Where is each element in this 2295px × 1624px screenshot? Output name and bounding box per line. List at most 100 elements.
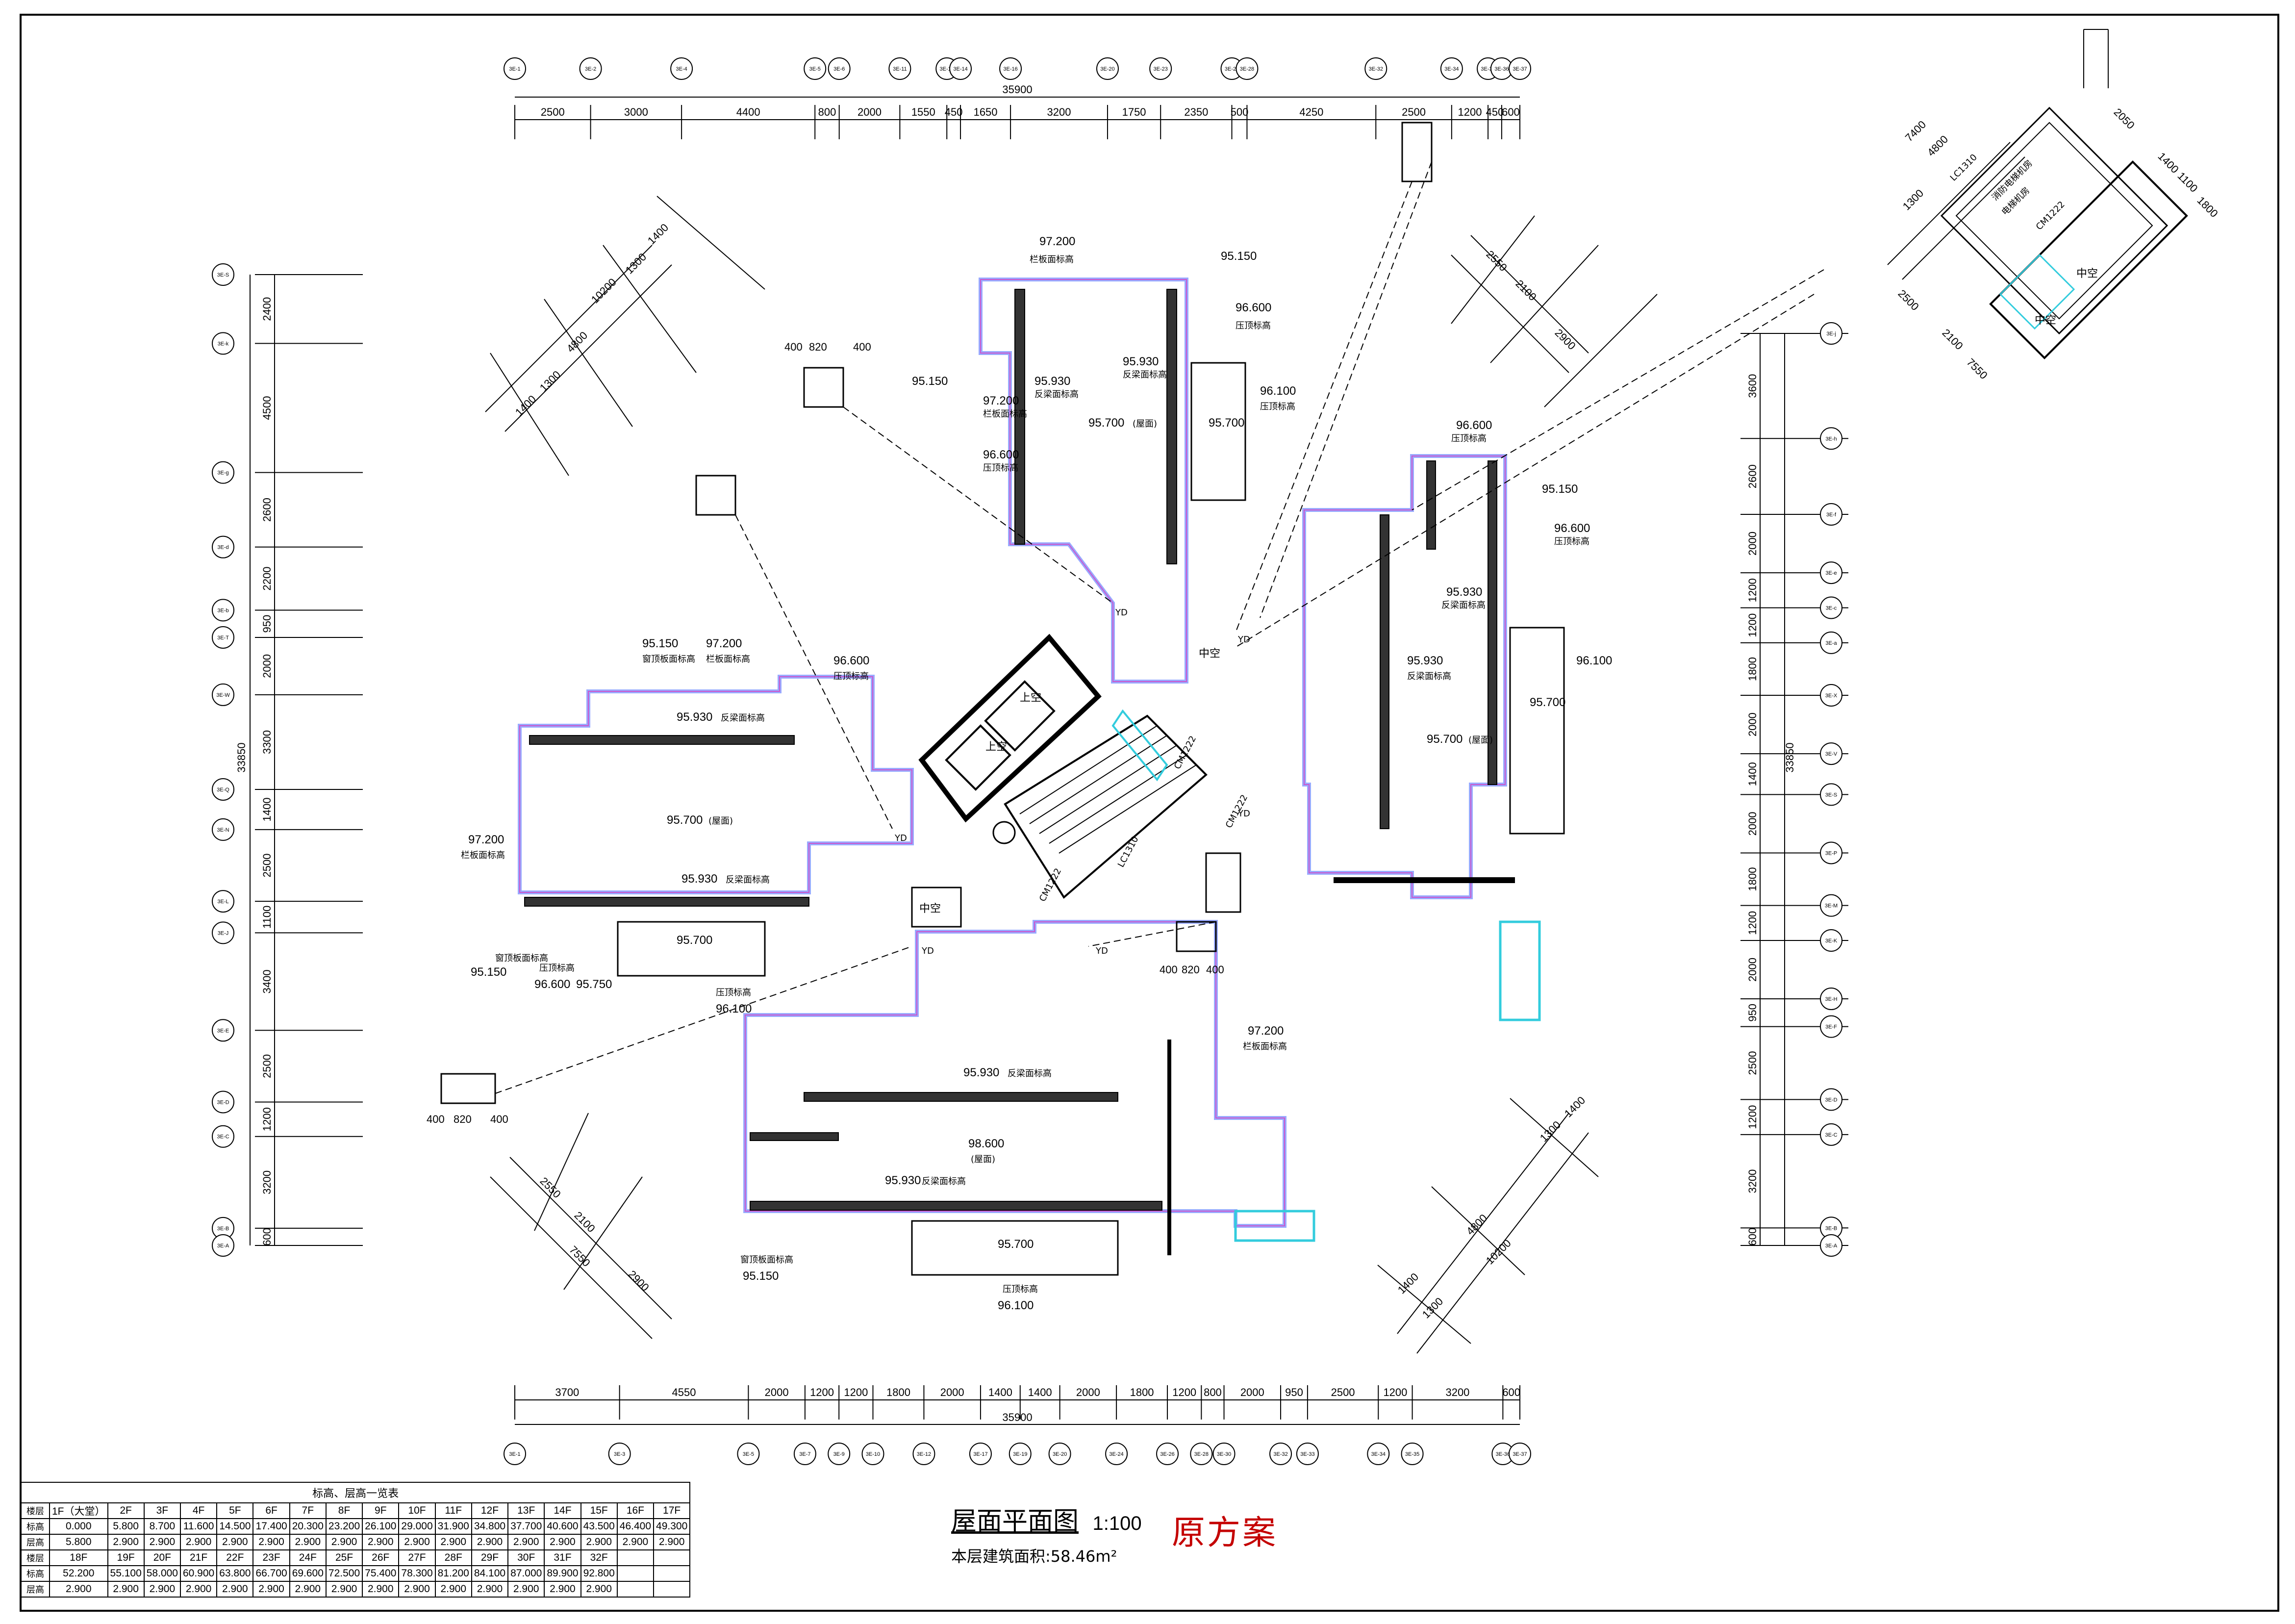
south-beam-note-a: 反梁面标高 [1008, 1068, 1052, 1079]
west-beam-note-a: 反梁面标高 [721, 713, 765, 723]
floor-b-cell-6: 23F [252, 1549, 290, 1566]
east-elev-96100: 96.100 [1576, 654, 1612, 667]
right-total-dim: 33850 [1784, 742, 1796, 772]
floor-a-cell-14: 14F [544, 1502, 581, 1519]
elev-a-cell-6: 17.400 [252, 1518, 290, 1535]
elev-b-cell-10: 78.300 [398, 1565, 436, 1582]
left-dim-14: 3200 [261, 1170, 273, 1194]
top-dim-16: 450 [1486, 106, 1504, 118]
north-elev-95930-a: 95.930 [1034, 375, 1070, 388]
height-b-cell-8: 2.900 [325, 1581, 363, 1598]
west-elev-95700: 95.700 [677, 934, 712, 947]
bottom-bubble-7 [912, 1443, 935, 1465]
elev-b-cell-16 [616, 1565, 655, 1582]
inset-dim-7: 1800 [2194, 194, 2220, 220]
right-dim-13: 950 [1746, 1004, 1759, 1022]
inset-dim-8: 2500 [1895, 287, 1921, 313]
west-yd-2: YD [921, 946, 934, 956]
elev-b-cell-17 [653, 1565, 691, 1582]
core-yd: YD [1095, 946, 1108, 956]
left-bubble-6 [212, 626, 234, 649]
floor-b-cell-13: 30F [507, 1549, 545, 1566]
left-bubble-label-1: 3E-S [217, 272, 229, 278]
south-elev-97200: 97.200 [1248, 1024, 1284, 1038]
nw-dim-6: 1300 [537, 368, 563, 394]
top-bubble-3 [670, 57, 693, 80]
south-press-note: 压顶标高 [1003, 1284, 1038, 1294]
right-bubble-label-9: 3E-S [1825, 792, 1837, 798]
floor-b-cell-10: 27F [398, 1549, 436, 1566]
bottom-dim-18: 3200 [1445, 1386, 1469, 1398]
se-dim-4: 10200 [1484, 1237, 1513, 1267]
right-bubble-13 [1820, 988, 1842, 1011]
left-dimension-chain [250, 274, 363, 1246]
left-bubble-5 [212, 599, 234, 622]
row-header-height-b: 层高 [21, 1581, 50, 1598]
top-dim-1: 2500 [541, 106, 565, 118]
left-dim-3: 2600 [261, 498, 273, 522]
right-dim-7: 2000 [1746, 712, 1759, 736]
height-a-cell-10: 2.900 [398, 1534, 436, 1550]
right-bubble-label-17: 3E-B [1825, 1225, 1837, 1231]
top-dim-4: 800 [818, 106, 836, 118]
bottom-bubble-14 [1212, 1443, 1236, 1465]
elev-a-cell-11: 31.900 [434, 1518, 472, 1535]
left-dim-5: 950 [261, 615, 273, 633]
elev-a-cell-4: 11.600 [179, 1518, 218, 1535]
west-elev-96600-b: 96.600 [534, 978, 570, 991]
north-wing [979, 278, 1246, 684]
floor-b-cell-16 [616, 1549, 655, 1566]
ne-diagonal-dims [1451, 215, 1658, 407]
bottom-dim-13: 800 [1204, 1386, 1222, 1398]
west-elev-97200: 97.200 [706, 637, 742, 650]
bottom-dim-2: 4550 [672, 1386, 696, 1398]
left-bubble-10 [212, 890, 234, 913]
right-dim-3: 2000 [1746, 532, 1759, 556]
bottom-dim-9: 1400 [1028, 1386, 1052, 1398]
elev-a-cell-10: 29.000 [398, 1518, 436, 1535]
drawing-title-block: 屋面平面图 1:100 本层建筑面积:58.46m² [951, 1500, 1142, 1567]
north-elev-95930-b: 95.930 [1123, 355, 1159, 368]
top-bubble-1 [504, 57, 526, 80]
left-dim-2: 4500 [261, 396, 273, 420]
north-elev-95700-b: 95.700 [1209, 416, 1244, 430]
top-bubble-label-13: 3E-28 [1240, 66, 1254, 72]
left-bubble-3 [212, 461, 234, 484]
floor-a-cell-9: 9F [362, 1502, 400, 1519]
floor-b-cell-5: 22F [216, 1549, 254, 1566]
left-bubble-7 [212, 683, 234, 706]
row-header-height-a: 层高 [21, 1534, 50, 1550]
west-elev-97200-b: 97.200 [468, 833, 504, 846]
right-dim-11: 1200 [1746, 911, 1759, 935]
left-bubble-8 [212, 778, 234, 801]
height-a-cell-15: 2.900 [580, 1534, 618, 1550]
right-dim-1: 3600 [1746, 374, 1759, 398]
elev-a-cell-9: 26.100 [362, 1518, 400, 1535]
left-dim-15: 600 [261, 1228, 273, 1246]
right-dim-10: 1800 [1746, 867, 1759, 891]
dashed-leaders [495, 161, 1824, 1094]
bottom-bubble-10 [1048, 1443, 1071, 1465]
bottom-bubble-label-7: 3E-12 [917, 1451, 931, 1457]
top-bubble-label-17: 3E-36 [1494, 66, 1509, 72]
south-elev-95700: 95.700 [998, 1238, 1034, 1251]
elev-a-cell-3: 8.700 [143, 1518, 181, 1535]
right-dimension-labels: 3600260020001200120018002000140020001800… [1746, 374, 1759, 1246]
se-dim-3: 4800 [1464, 1212, 1489, 1237]
right-bubble-2 [1820, 427, 1842, 450]
south-elev-96100: 96.100 [998, 1299, 1034, 1312]
left-bubble-label-6: 3E-T [217, 635, 229, 641]
west-parapet-note-b: 栏板面标高 [461, 850, 505, 861]
floor-b-cell-1: 18F [49, 1549, 108, 1566]
left-dim-8: 1400 [261, 797, 273, 821]
door-cm1222-core-1: CM1222 [1172, 734, 1198, 771]
north-press-note-c: 压顶标高 [1260, 402, 1295, 412]
right-bubble-8 [1820, 742, 1842, 765]
floor-a-cell-4: 4F [179, 1502, 218, 1519]
top-dim-2: 3000 [624, 106, 648, 118]
inset-dim-5: 1400 [2155, 150, 2181, 176]
top-dim-13: 4250 [1299, 106, 1323, 118]
bottom-bubble-11 [1105, 1443, 1128, 1465]
height-a-cell-14: 2.900 [544, 1534, 581, 1550]
left-dim-1: 2400 [261, 297, 273, 321]
